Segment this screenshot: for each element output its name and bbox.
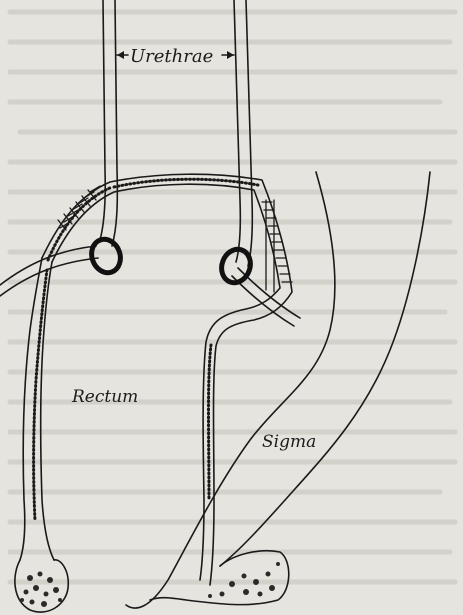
- rectal-pouch: [42, 174, 292, 585]
- right-ring: [217, 245, 255, 287]
- rectum-ampulla-stipple: [20, 572, 62, 608]
- sigma-tube: [126, 172, 430, 608]
- sigma-ampulla-stipple: [208, 562, 280, 598]
- rectum-tube: [15, 258, 68, 612]
- sigma-label: Sigma: [262, 432, 316, 452]
- left-ring: [87, 235, 125, 277]
- left-urethra: [100, 0, 117, 246]
- urethrae-label: Urethrae: [130, 46, 213, 67]
- rectum-label: Rectum: [71, 387, 138, 407]
- right-urethra: [234, 0, 252, 266]
- left-stent: [0, 246, 98, 296]
